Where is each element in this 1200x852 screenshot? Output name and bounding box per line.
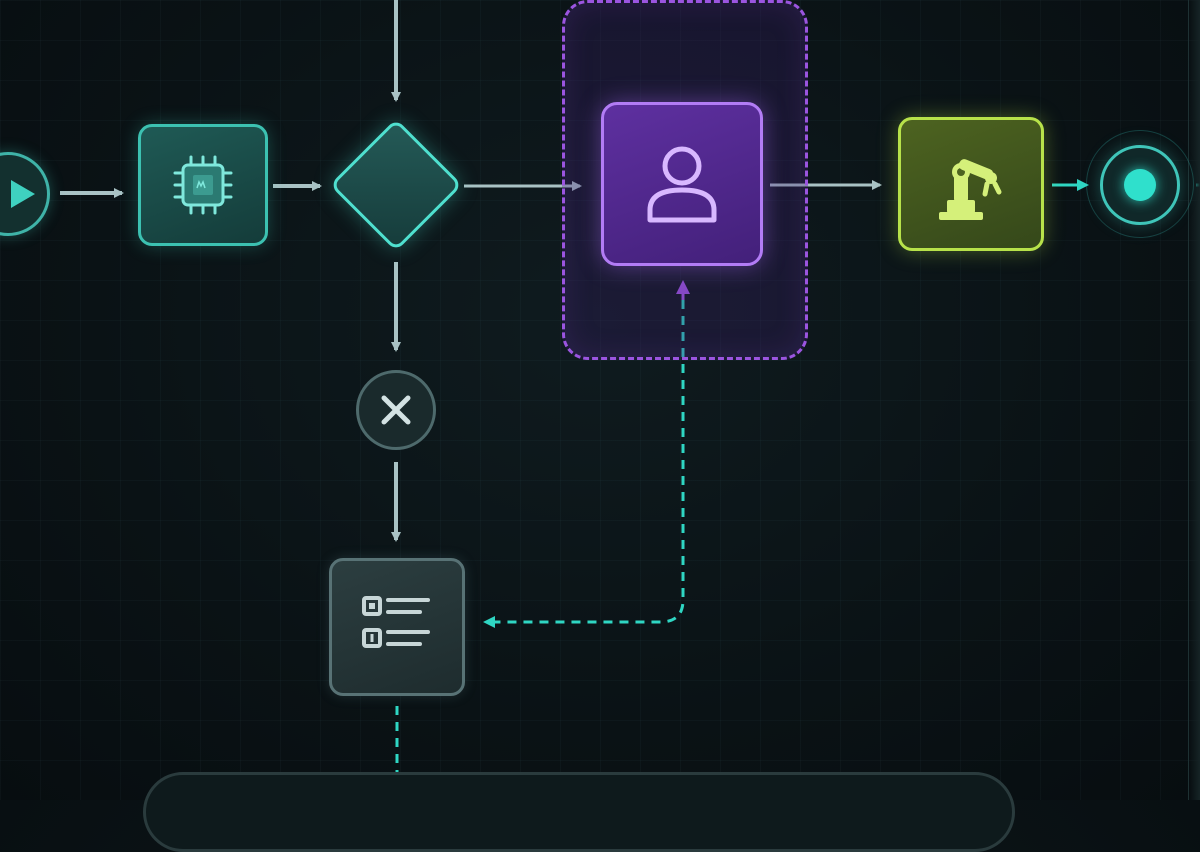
end-event-dot: [1124, 169, 1156, 201]
right-edge-panel: [1188, 0, 1200, 800]
checklist-icon: [362, 596, 430, 648]
robot-arm-icon: [939, 159, 1002, 220]
robotic-task[interactable]: [898, 117, 1044, 251]
user-icon: [647, 146, 717, 223]
end-event-halo: [1086, 130, 1194, 238]
cpu-chip-icon: [173, 155, 233, 215]
bottom-panel[interactable]: [143, 772, 1015, 852]
edge-user-task-to-checklist-dashed[interactable]: [483, 300, 685, 628]
close-icon: [381, 395, 411, 425]
checklist-task[interactable]: [329, 558, 465, 696]
user-task[interactable]: [601, 102, 763, 266]
play-icon: [11, 180, 35, 208]
ai-service-task[interactable]: [138, 124, 268, 246]
cancel-event[interactable]: [356, 370, 436, 450]
